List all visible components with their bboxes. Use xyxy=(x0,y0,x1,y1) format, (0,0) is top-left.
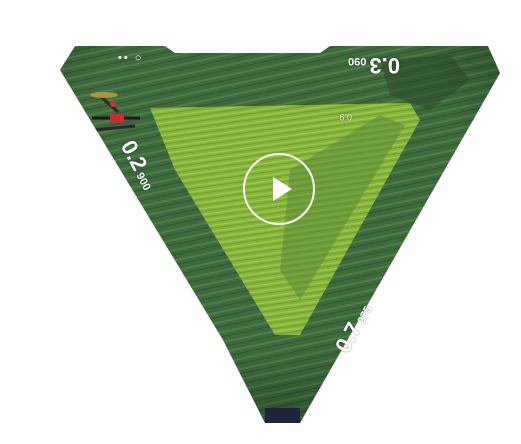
drone-icon xyxy=(90,92,140,132)
play-icon xyxy=(273,177,292,201)
top-distance-value: 0.3 xyxy=(369,53,400,78)
frame-tip xyxy=(265,408,300,423)
top-distance-label: 0.3090 xyxy=(348,52,400,78)
inner-tag: 0.9 xyxy=(339,112,352,122)
top-distance-unit: 090 xyxy=(348,55,367,67)
play-button[interactable] xyxy=(243,153,315,225)
top-corner-marks: •• ○ xyxy=(118,52,144,64)
